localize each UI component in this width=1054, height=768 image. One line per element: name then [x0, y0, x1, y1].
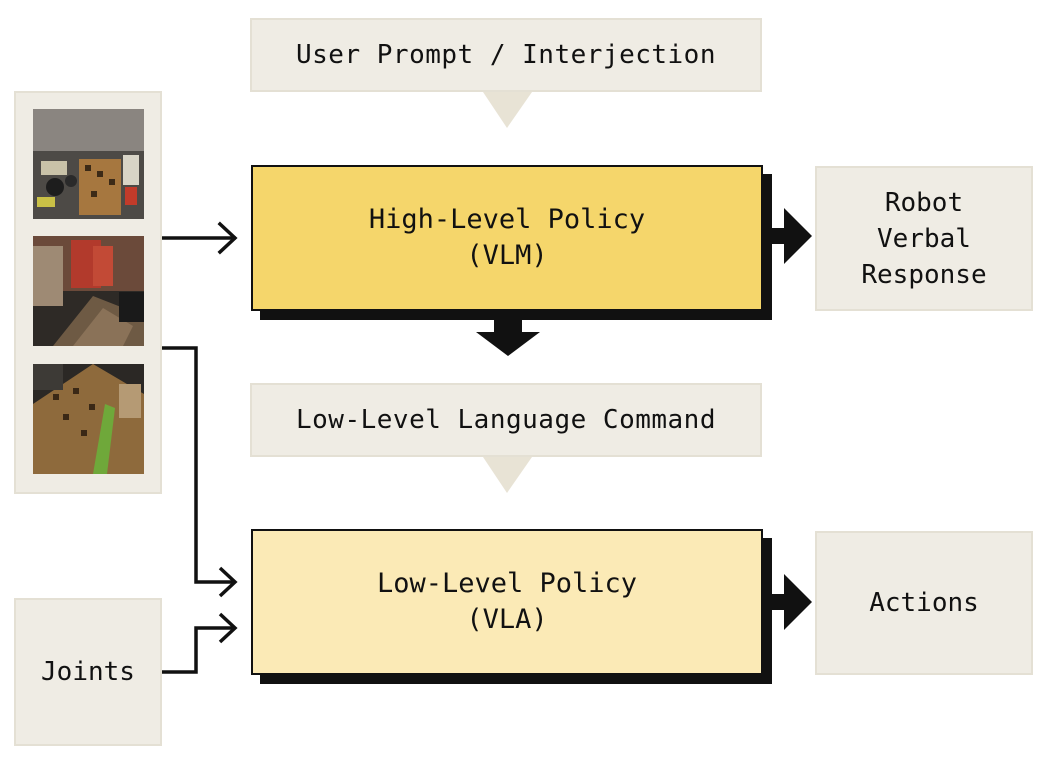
user-prompt-label: User Prompt / Interjection	[296, 40, 716, 70]
right-wrist-camera-image	[33, 364, 144, 474]
joints-box: Joints	[14, 598, 162, 746]
low-level-command-label: Low-Level Language Command	[296, 405, 716, 435]
actions-box: Actions	[815, 531, 1033, 675]
prompt-down-arrow	[483, 92, 532, 128]
overhead-camera-image	[33, 109, 144, 219]
robot-verbal-response-box: Robot Verbal Response	[815, 166, 1033, 311]
low-level-command-box: Low-Level Language Command	[250, 383, 762, 457]
high-level-to-response-arrow	[770, 208, 812, 264]
actions-label: Actions	[869, 588, 979, 618]
low-level-policy-label: Low-Level Policy (VLA)	[376, 568, 638, 635]
low-level-to-actions-arrow	[770, 574, 812, 630]
high-level-policy-label: High-Level Policy (VLM)	[368, 204, 646, 271]
joints-to-low-level-arrow	[162, 612, 238, 674]
images-to-low-level-arrow	[162, 346, 238, 598]
user-prompt-box: User Prompt / Interjection	[250, 18, 762, 92]
high-level-policy-box: High-Level Policy (VLM)	[251, 165, 763, 311]
command-down-arrow	[483, 457, 532, 493]
robot-verbal-response-label: Robot Verbal Response	[861, 187, 987, 290]
joints-label: Joints	[41, 657, 135, 687]
low-level-policy-box: Low-Level Policy (VLA)	[251, 529, 763, 675]
high-level-to-command-arrow	[476, 318, 540, 356]
images-to-high-level-arrow	[160, 221, 238, 255]
left-wrist-camera-image	[33, 236, 144, 346]
